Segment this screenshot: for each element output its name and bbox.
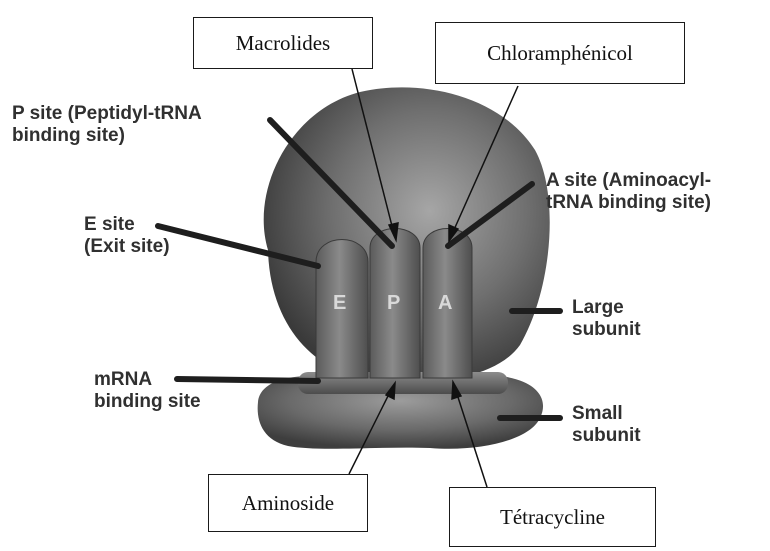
e-site-label-line2: (Exit site)	[84, 236, 170, 258]
aminoside-label: Aminoside	[242, 491, 334, 516]
macrolides-box: Macrolides	[193, 17, 373, 69]
small-subunit-label-line2: subunit	[572, 425, 641, 447]
large-subunit-label-line1: Large	[572, 297, 641, 319]
a-site-label: A site (Aminoacyl- tRNA binding site)	[546, 170, 711, 214]
tunnel-letter-e: E	[333, 292, 346, 314]
tetracycline-box: Tétracycline	[449, 487, 656, 547]
aminoside-box: Aminoside	[208, 474, 368, 532]
tunnel-letter-a: A	[438, 292, 452, 314]
mrna-label-line2: binding site	[94, 391, 201, 413]
tetracycline-label: Tétracycline	[500, 505, 605, 530]
mrna-binding-site-label: mRNA binding site	[94, 369, 201, 413]
e-site-label: E site (Exit site)	[84, 214, 170, 258]
p-site-label-line2: binding site)	[12, 125, 202, 147]
e-site-label-line1: E site	[84, 214, 170, 236]
small-subunit-label-line1: Small	[572, 403, 641, 425]
macrolides-label: Macrolides	[236, 31, 330, 56]
mrna-label-line1: mRNA	[94, 369, 201, 391]
a-site-label-line1: A site (Aminoacyl-	[546, 170, 711, 192]
large-subunit-label: Large subunit	[572, 297, 641, 341]
small-subunit-label: Small subunit	[572, 403, 641, 447]
tunnel-letter-p: P	[387, 292, 400, 314]
chloramphenicol-label: Chloramphénicol	[487, 41, 633, 66]
large-subunit-label-line2: subunit	[572, 319, 641, 341]
p-site-label-line1: P site (Peptidyl-tRNA	[12, 103, 202, 125]
p-site-label: P site (Peptidyl-tRNA binding site)	[12, 103, 202, 147]
chloramphenicol-box: Chloramphénicol	[435, 22, 685, 84]
a-site-label-line2: tRNA binding site)	[546, 192, 711, 214]
